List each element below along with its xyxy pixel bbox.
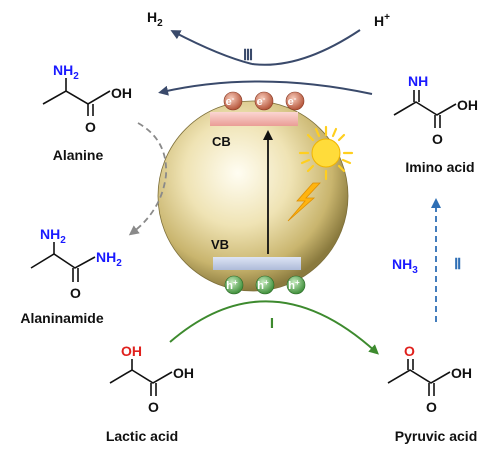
catalyst-sphere: [157, 100, 349, 292]
sun-icon: [298, 125, 354, 181]
imino-acid-molecule: [393, 90, 457, 128]
hole-2: h+: [255, 275, 275, 295]
alaninamide-name: Alaninamide: [20, 310, 103, 326]
alaninamide-amide: NH2: [96, 249, 122, 269]
valence-band: [213, 257, 301, 270]
oxidation-arrow: [169, 300, 379, 355]
conduction-band: [210, 112, 298, 126]
svg-text:e-: e-: [288, 94, 297, 108]
h2-label: H2: [147, 9, 163, 29]
alanine-amine: NH2: [53, 62, 79, 82]
imino-name: Imino acid: [405, 159, 474, 175]
electron-transfer-arrow: [158, 80, 373, 96]
imino-imine: NH: [408, 73, 428, 89]
hole-3: h+: [286, 275, 306, 295]
hole-1: h+: [224, 275, 244, 295]
hplus-label: H+: [374, 12, 390, 29]
alanine-oh: OH: [111, 85, 132, 101]
imino-oh: OH: [457, 97, 478, 113]
photocatalyst-particle: CB e- e- e- VB h+ h+ h+: [157, 91, 354, 295]
step3-reduction: H2 H+ Ⅲ: [147, 9, 390, 96]
svg-text:h+: h+: [226, 278, 238, 292]
vb-label: VB: [211, 237, 229, 252]
lactic-oh: OH: [173, 365, 194, 381]
lactic-carbonyl-o: O: [148, 399, 159, 415]
imino-carbonyl-o: O: [432, 131, 443, 147]
lactic-acid-molecule: [109, 359, 173, 396]
amidation-arrow: [128, 122, 167, 236]
alaninamide-carbonyl-o: O: [70, 285, 81, 301]
pyruvic-oh: OH: [451, 365, 472, 381]
electron-2: e-: [254, 91, 274, 111]
hplus-curve: [251, 29, 361, 66]
alaninamide-amine: NH2: [40, 226, 66, 246]
svg-text:e-: e-: [257, 94, 266, 108]
pyruvic-acid-molecule: [387, 359, 451, 396]
lightning-icon: [287, 182, 321, 222]
electron-1: e-: [223, 91, 243, 111]
alanine-carbonyl-o: O: [85, 119, 96, 135]
step2-numeral: Ⅱ: [454, 256, 461, 273]
lactic-hydroxyl: OH: [121, 343, 142, 359]
alanine-molecule: [42, 78, 111, 116]
h2-evolution-arrow: [170, 30, 253, 65]
svg-text:e-: e-: [226, 94, 235, 108]
svg-text:h+: h+: [257, 278, 269, 292]
svg-text:h+: h+: [288, 278, 300, 292]
step3-numeral: Ⅲ: [243, 47, 253, 64]
step1-numeral: I: [270, 315, 274, 332]
pyruvic-keto-o: O: [404, 343, 415, 359]
lactic-name: Lactic acid: [106, 428, 178, 444]
alaninamide-molecule: [30, 242, 96, 282]
pyruvic-carbonyl-o: O: [426, 399, 437, 415]
electron-3: e-: [285, 91, 305, 111]
alanine-name: Alanine: [53, 147, 104, 163]
cb-label: CB: [212, 134, 231, 149]
pyruvic-name: Pyruvic acid: [395, 428, 478, 444]
nh3-label: NH3: [392, 256, 418, 276]
